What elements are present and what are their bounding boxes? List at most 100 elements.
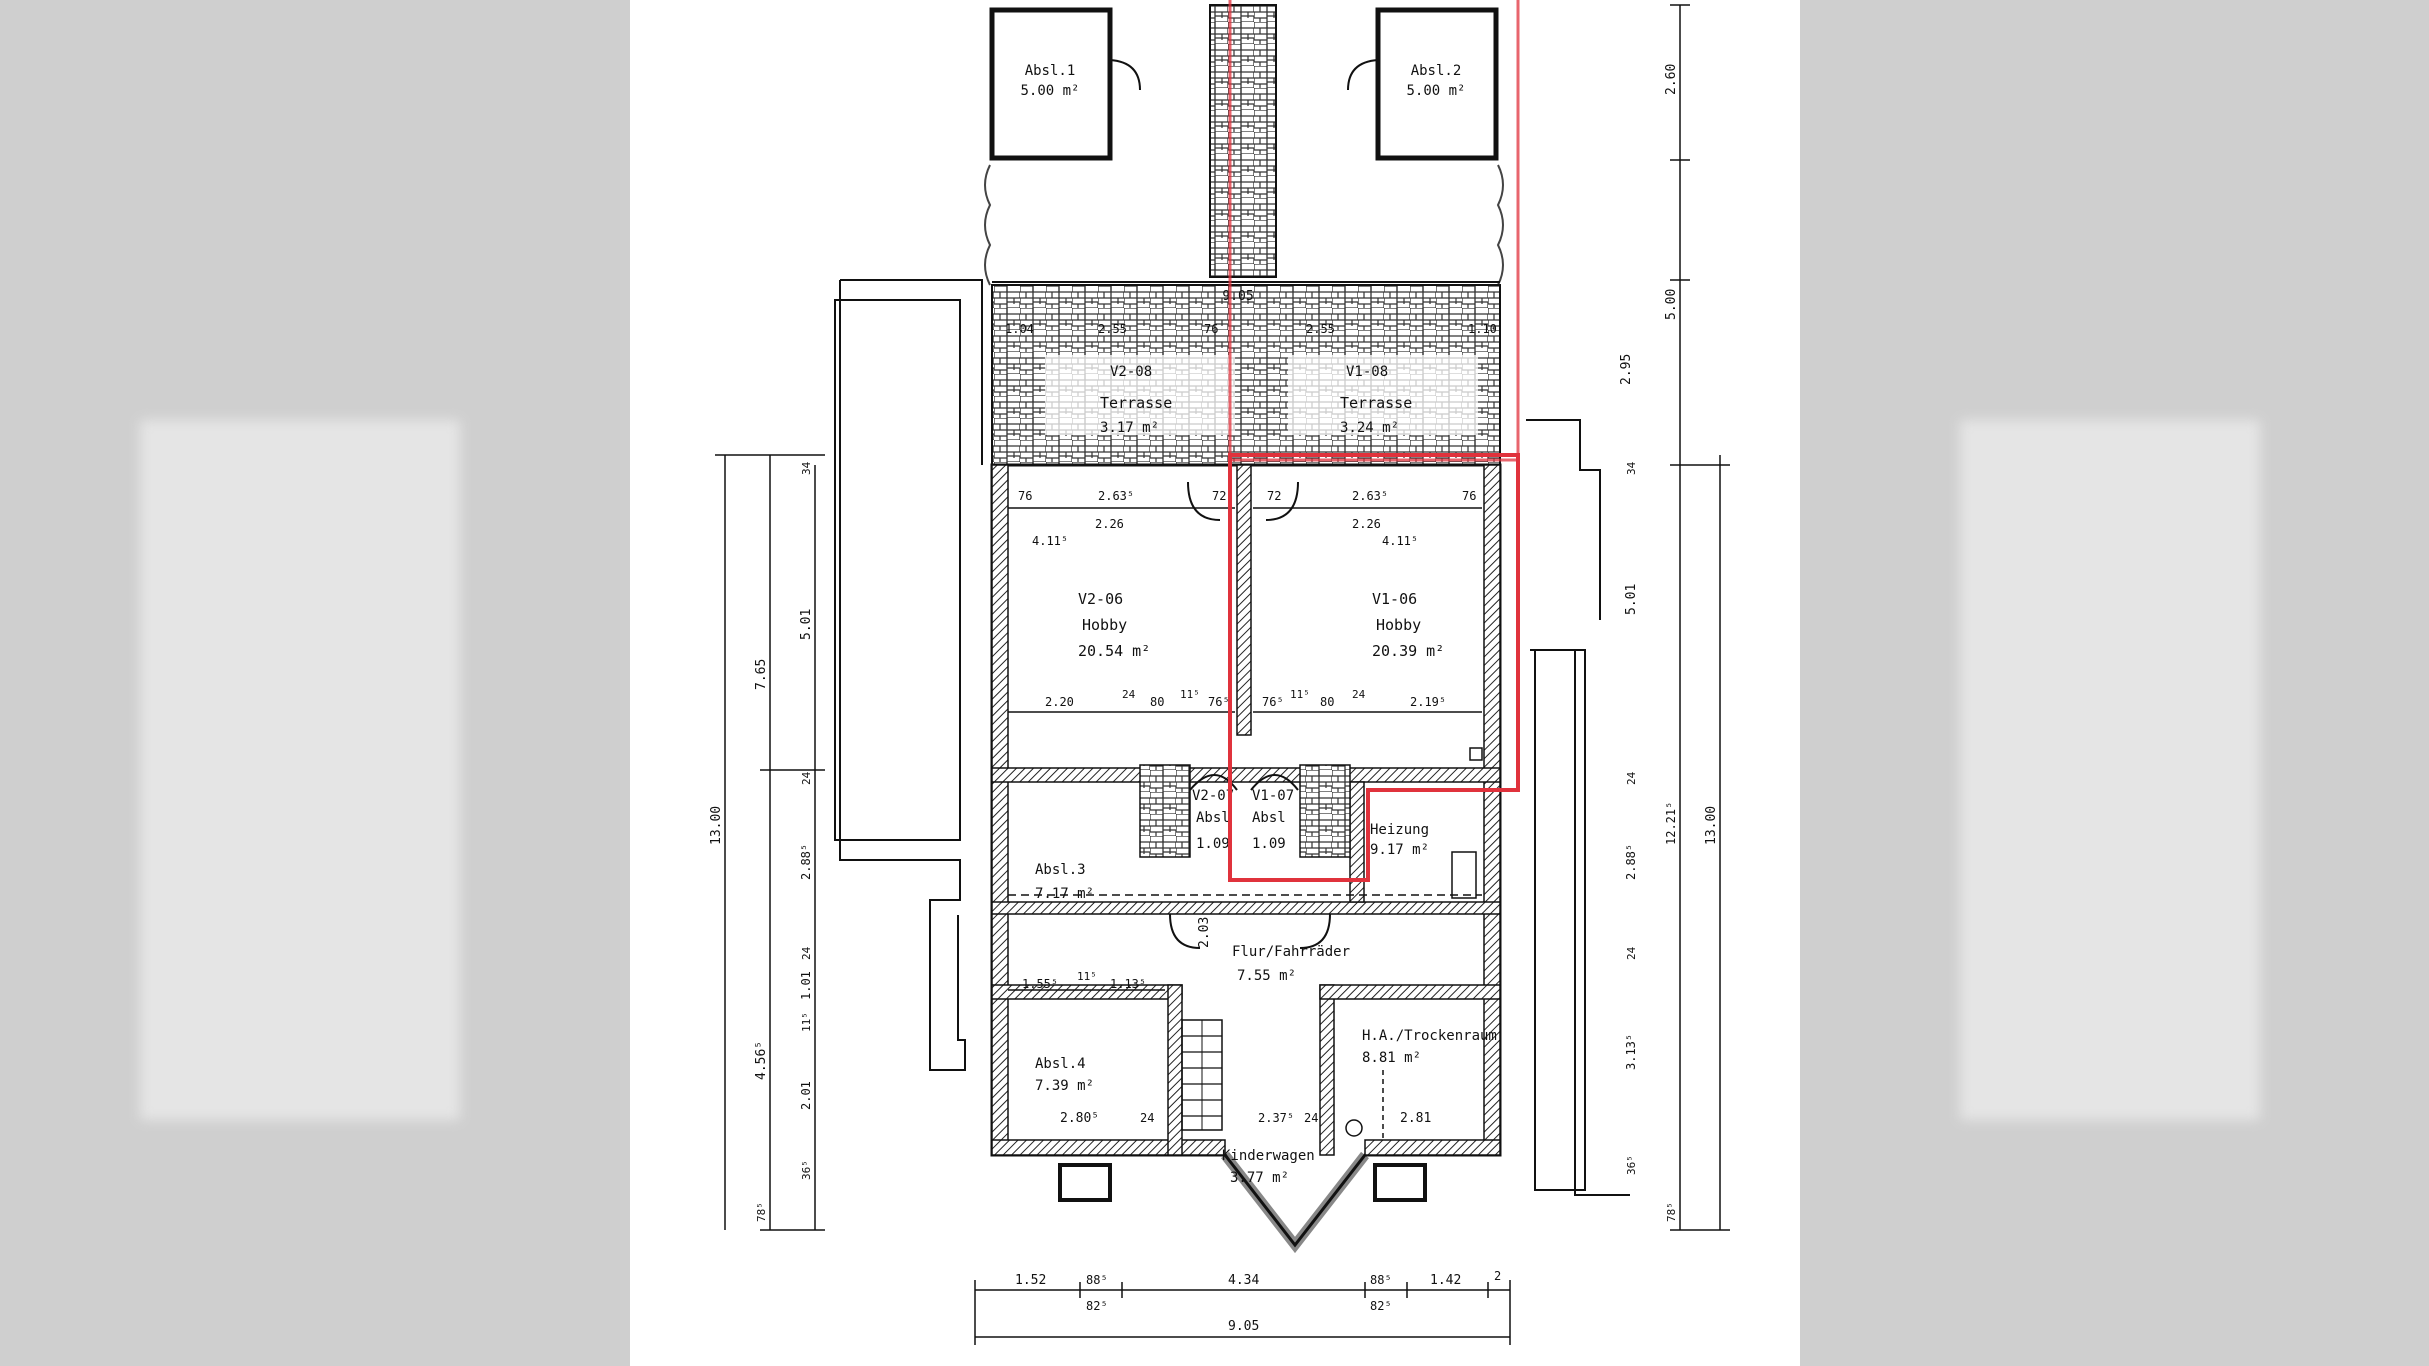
v1-08-name: Terrasse [1340, 394, 1412, 412]
dim-right-1221: 12.21⁵ [1664, 802, 1678, 845]
dim-terrace-l-2: 76 [1204, 322, 1218, 336]
dim-lc-1: 5.01 [799, 609, 814, 640]
v2-08-name: Terrasse [1100, 394, 1172, 412]
v1-07-area: 1.09 [1252, 836, 1286, 852]
blur-ghost-left [140, 420, 460, 1120]
dim-lc-8: 36⁵ [800, 1160, 813, 1180]
dim-right-295: 2.95 [1619, 354, 1634, 385]
dim-rc-3: 2.88⁵ [1624, 844, 1638, 880]
path-paving [1209, 4, 1277, 278]
dim-bottom-4: 1.42 [1430, 1273, 1461, 1288]
right-dimension-lines [1670, 4, 1730, 1231]
dim-hobby-l-bot-4: 76⁵ [1208, 695, 1230, 709]
light-well-left [1058, 1163, 1112, 1202]
dim-absl4-top-1: 11⁵ [1077, 970, 1097, 983]
v2-06-name: Hobby [1082, 616, 1127, 634]
stair-v1 [1299, 764, 1351, 858]
dim-bottom-0: 1.52 [1015, 1273, 1046, 1288]
dim-bottom-3: 88⁵ [1370, 1273, 1392, 1287]
dim-bottom-5: 2 [1494, 1269, 1501, 1283]
absl1-box: Absl.1 5.00 m² [989, 7, 1141, 161]
absl3-area: 7.17 m² [1035, 886, 1094, 902]
absl1-area: 5.00 m² [1020, 83, 1079, 99]
hedge-lines [984, 164, 1504, 286]
dim-hobby-l-bot-0: 2.20 [1045, 695, 1074, 709]
dim-terrace-l-0: 1.04 [1005, 322, 1034, 336]
dim-lc-3: 2.88⁵ [799, 844, 813, 880]
dim-terrace-r-1: 1.10 [1468, 322, 1497, 336]
kinderwagen-name: Kinderwagen [1222, 1148, 1315, 1164]
v2-07-area: 1.09 [1196, 836, 1230, 852]
dim-ha-bot-2: 2.81 [1400, 1111, 1431, 1126]
v1-06-name: Hobby [1376, 616, 1421, 634]
dim-hobby-r-inner: 2.26 [1352, 517, 1381, 531]
site-outline [839, 279, 1630, 1196]
dim-absl4-bot-1: 24 [1140, 1111, 1154, 1125]
unit-highlight [1228, 0, 1520, 882]
dim-lc-4: 24 [800, 946, 813, 960]
building-walls [990, 463, 1502, 1254]
dim-hobby-r-top-0: 72 [1267, 489, 1281, 503]
absl3-name: Absl.3 [1035, 862, 1086, 878]
heizung-name: Heizung [1370, 822, 1429, 838]
dim-bottom-2: 4.34 [1228, 1273, 1259, 1288]
left-dimension-lines [715, 454, 825, 1231]
flur-area: 7.55 m² [1237, 968, 1296, 984]
dim-terrace-l-1: 2.55 [1098, 322, 1127, 336]
bottom-dimension-lines [974, 1280, 1511, 1345]
dim-lc-0: 34 [800, 461, 813, 475]
dim-bottom-sub-1: 82⁵ [1370, 1299, 1392, 1313]
left-side-bed [834, 299, 961, 841]
v2-07-name: Absl [1196, 810, 1230, 826]
terrace-right-label-bg [1288, 355, 1478, 435]
dim-hobby-r-bot-3: 24 [1352, 688, 1366, 701]
v2-08-id: V2-08 [1110, 364, 1152, 380]
absl2-name: Absl.2 [1411, 63, 1462, 79]
v2-07-id: V2-07 [1192, 788, 1234, 804]
terrace-left-label-bg [1045, 355, 1235, 435]
dim-stair: 2.03 [1197, 917, 1212, 948]
dim-rc-0: 34 [1625, 461, 1638, 475]
ha-area: 8.81 m² [1362, 1050, 1421, 1066]
kinderwagen-area: 3.77 m² [1230, 1170, 1289, 1186]
dim-lc-6: 11⁵ [800, 1012, 813, 1032]
dim-rc-4: 24 [1625, 946, 1638, 960]
dim-right-260: 2.60 [1664, 64, 1679, 95]
heizung-area: 9.17 m² [1370, 842, 1429, 858]
absl2-area: 5.00 m² [1406, 83, 1465, 99]
dim-hobby-r-bot-0: 76⁵ [1262, 695, 1284, 709]
dim-lc-9: 78⁵ [755, 1202, 768, 1222]
dim-hobby-l-top-1: 2.63⁵ [1098, 489, 1134, 503]
dim-absl4-top-2: 1.13⁵ [1110, 977, 1146, 991]
light-well-right [1373, 1163, 1427, 1202]
dim-rc-5: 3.13⁵ [1624, 1034, 1638, 1070]
dim-lc-2: 24 [800, 771, 813, 785]
dim-rc-6: 36⁵ [1625, 1155, 1638, 1175]
dim-lc-5: 1.01 [799, 971, 813, 1000]
dim-hobby-l-top-0: 76 [1018, 489, 1032, 503]
dim-terrace-r-0: 2.55 [1306, 322, 1335, 336]
dim-right-13: 13.00 [1704, 806, 1719, 845]
dim-top-width: 9.05 [1222, 289, 1253, 304]
dim-hobby-l-bot-2: 80 [1150, 695, 1164, 709]
dim-hobby-r-side: 4.11⁵ [1382, 534, 1418, 548]
floor-plan: Absl.1 5.00 m² Absl.2 5.00 m² V2-08 Terr… [709, 0, 1730, 1345]
dim-hobby-l-bot-3: 11⁵ [1180, 688, 1200, 701]
dim-hobby-l-inner: 2.26 [1095, 517, 1124, 531]
dim-hobby-r-top-2: 76 [1462, 489, 1476, 503]
dim-lc-7: 2.01 [799, 1081, 813, 1110]
v2-06-area: 20.54 m² [1078, 642, 1150, 660]
dim-hobby-r-bot-4: 2.19⁵ [1410, 695, 1446, 709]
dim-hobby-l-side: 4.11⁵ [1032, 534, 1068, 548]
dim-hobby-r-top-1: 2.63⁵ [1352, 489, 1388, 503]
v1-06-id: V1-06 [1372, 590, 1417, 608]
flur-name: Flur/Fahrräder [1232, 944, 1350, 960]
v1-07-id: V1-07 [1252, 788, 1294, 804]
v1-08-area: 3.24 m² [1340, 420, 1399, 436]
dim-ha-bot-1: 24 [1304, 1111, 1318, 1125]
absl1-name: Absl.1 [1025, 63, 1076, 79]
blur-ghost-right [1960, 420, 2260, 1120]
ha-name: H.A./Trockenraum [1362, 1028, 1497, 1044]
dim-absl4-bot-0: 2.80⁵ [1060, 1111, 1099, 1126]
dim-bottom-total: 9.05 [1228, 1319, 1259, 1334]
